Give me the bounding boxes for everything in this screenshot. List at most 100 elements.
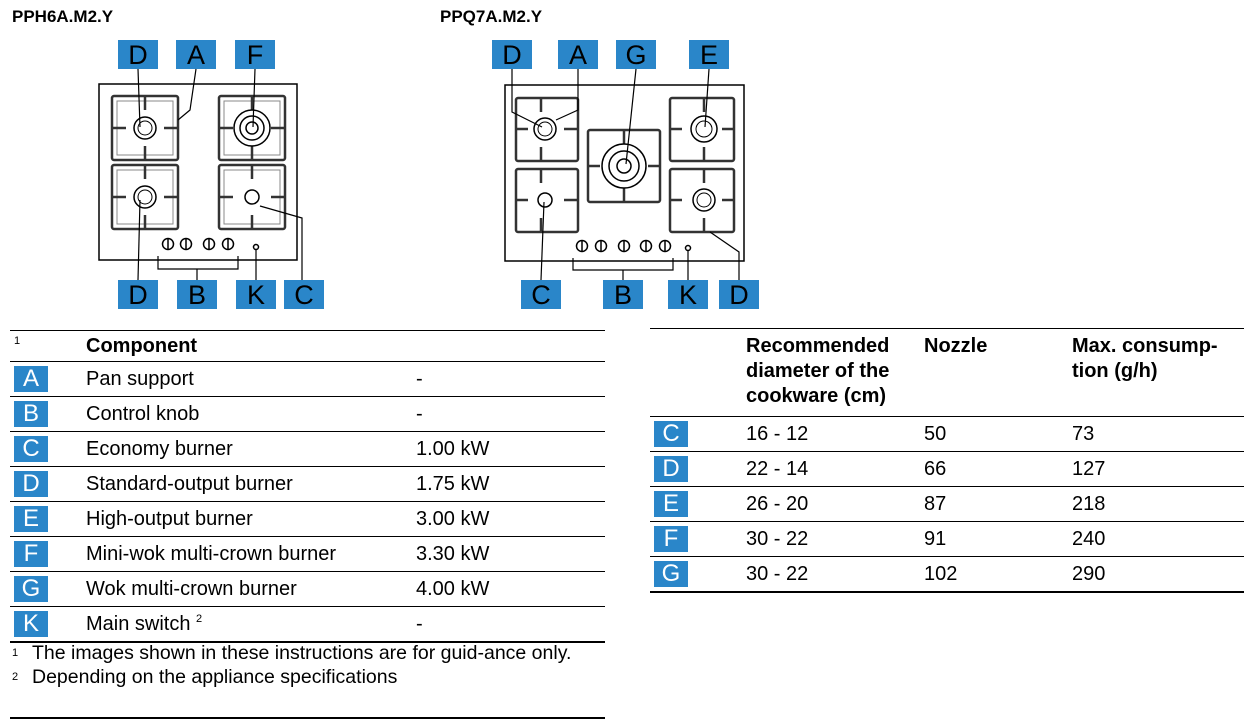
component-name: Main switch 2 bbox=[86, 606, 416, 643]
footnote-rule bbox=[10, 717, 605, 719]
table-row: D 22 - 14 66 127 bbox=[650, 451, 1244, 487]
label-d-top: D bbox=[118, 40, 158, 70]
label-b-bottom: B bbox=[603, 280, 643, 310]
svg-text:C: C bbox=[531, 280, 551, 310]
consumption-cell: 73 bbox=[1072, 416, 1244, 452]
label-f-top: F bbox=[235, 40, 275, 70]
component-name: Pan support bbox=[86, 361, 416, 397]
key-badge: D bbox=[14, 471, 48, 497]
hob-outline bbox=[504, 84, 745, 262]
label-g-top: G bbox=[616, 40, 656, 70]
key-badge: F bbox=[14, 541, 48, 567]
svg-text:K: K bbox=[247, 280, 265, 310]
component-power: 4.00 kW bbox=[416, 571, 605, 607]
consumption-cell: 218 bbox=[1072, 486, 1244, 522]
burner-spec-table: Recommended diameter of the cookware (cm… bbox=[650, 328, 1244, 593]
hob-diagram-pph6a: D A F bbox=[0, 30, 340, 315]
diameter-cell: 30 - 22 bbox=[746, 556, 924, 593]
component-power: - bbox=[416, 396, 605, 432]
control-knob-icon bbox=[161, 237, 260, 251]
component-name: Economy burner bbox=[86, 431, 416, 467]
burner-icon bbox=[533, 115, 718, 212]
label-k-bottom: K bbox=[236, 280, 276, 310]
key-badge: B bbox=[14, 401, 48, 427]
nozzle-column-header: Nozzle bbox=[924, 328, 1072, 417]
pan-support-icon bbox=[514, 96, 736, 234]
svg-text:C: C bbox=[294, 280, 314, 310]
table-row: E High-output burner 3.00 kW bbox=[10, 501, 605, 537]
key-badge: G bbox=[654, 561, 688, 587]
svg-text:D: D bbox=[128, 280, 148, 310]
nozzle-cell: 66 bbox=[924, 451, 1072, 487]
footnotes: 1 The images shown in these instructions… bbox=[12, 641, 605, 689]
table-row: C Economy burner 1.00 kW bbox=[10, 431, 605, 467]
table-row: A Pan support - bbox=[10, 361, 605, 397]
table-row: G Wok multi-crown burner 4.00 kW bbox=[10, 571, 605, 607]
component-name: Standard-output burner bbox=[86, 466, 416, 502]
nozzle-cell: 91 bbox=[924, 521, 1072, 557]
nozzle-cell: 102 bbox=[924, 556, 1072, 593]
diameter-column-header: Recommended diameter of the cookware (cm… bbox=[746, 328, 924, 417]
spec-header-row: Recommended diameter of the cookware (cm… bbox=[650, 328, 1244, 417]
diameter-cell: 30 - 22 bbox=[746, 521, 924, 557]
svg-text:D: D bbox=[729, 280, 749, 310]
label-d-top: D bbox=[492, 40, 532, 70]
table-row: C 16 - 12 50 73 bbox=[650, 416, 1244, 452]
svg-text:D: D bbox=[128, 40, 148, 70]
diameter-cell: 16 - 12 bbox=[746, 416, 924, 452]
svg-text:F: F bbox=[247, 40, 264, 70]
consumption-cell: 240 bbox=[1072, 521, 1244, 557]
component-name: High-output burner bbox=[86, 501, 416, 537]
table-row: E 26 - 20 87 218 bbox=[650, 486, 1244, 522]
component-power: 1.00 kW bbox=[416, 431, 605, 467]
key-badge: E bbox=[654, 491, 688, 517]
svg-text:B: B bbox=[188, 280, 206, 310]
footnote-marker: 1 bbox=[10, 330, 86, 362]
component-power: - bbox=[416, 361, 605, 397]
leader-lines bbox=[511, 68, 740, 281]
consumption-cell: 290 bbox=[1072, 556, 1244, 593]
component-name: Mini-wok multi-crown burner bbox=[86, 536, 416, 572]
model-title-pph6a: PPH6A.M2.Y bbox=[12, 7, 114, 26]
table-row: F 30 - 22 91 240 bbox=[650, 521, 1244, 557]
footnote-2: 2 Depending on the appliance specificati… bbox=[12, 666, 398, 688]
label-e-top: E bbox=[689, 40, 729, 70]
svg-text:K: K bbox=[679, 280, 697, 310]
footnote-1: 1 The images shown in these instructions… bbox=[12, 642, 572, 664]
nozzle-cell: 50 bbox=[924, 416, 1072, 452]
nozzle-cell: 87 bbox=[924, 486, 1072, 522]
key-badge: C bbox=[14, 436, 48, 462]
label-c-bottom: C bbox=[284, 280, 324, 310]
label-k-bottom: K bbox=[668, 280, 708, 310]
components-table: 1 Component A Pan support - B Control kn… bbox=[10, 330, 605, 643]
table-row: F Mini-wok multi-crown burner 3.30 kW bbox=[10, 536, 605, 572]
svg-text:B: B bbox=[614, 280, 632, 310]
key-badge: D bbox=[654, 456, 688, 482]
consumption-column-header: Max. consump-tion (g/h) bbox=[1072, 328, 1244, 417]
components-header-row: 1 Component bbox=[10, 330, 605, 362]
svg-text:E: E bbox=[700, 40, 718, 70]
hob-diagram-ppq7a: D A G E bbox=[0, 30, 780, 315]
key-badge: E bbox=[14, 506, 48, 532]
key-badge: A bbox=[14, 366, 48, 392]
label-d-bottom: D bbox=[719, 280, 759, 310]
leader-lines bbox=[137, 68, 303, 281]
label-b-bottom: B bbox=[177, 280, 217, 310]
table-row: D Standard-output burner 1.75 kW bbox=[10, 466, 605, 502]
component-power: 1.75 kW bbox=[416, 466, 605, 502]
key-badge: F bbox=[654, 526, 688, 552]
svg-text:D: D bbox=[502, 40, 522, 70]
component-column-header: Component bbox=[86, 330, 605, 362]
label-d-bottom: D bbox=[118, 280, 158, 310]
key-badge: C bbox=[654, 421, 688, 447]
diameter-cell: 26 - 20 bbox=[746, 486, 924, 522]
label-a-top: A bbox=[176, 40, 216, 70]
model-title-ppq7a: PPQ7A.M2.Y bbox=[440, 7, 543, 26]
svg-text:G: G bbox=[625, 40, 646, 70]
pan-support-icon bbox=[110, 94, 287, 231]
label-c-bottom: C bbox=[521, 280, 561, 310]
svg-text:A: A bbox=[187, 40, 205, 70]
component-name: Wok multi-crown burner bbox=[86, 571, 416, 607]
hob-drawing-pph6a: D A F bbox=[98, 40, 324, 310]
svg-text:A: A bbox=[569, 40, 587, 70]
